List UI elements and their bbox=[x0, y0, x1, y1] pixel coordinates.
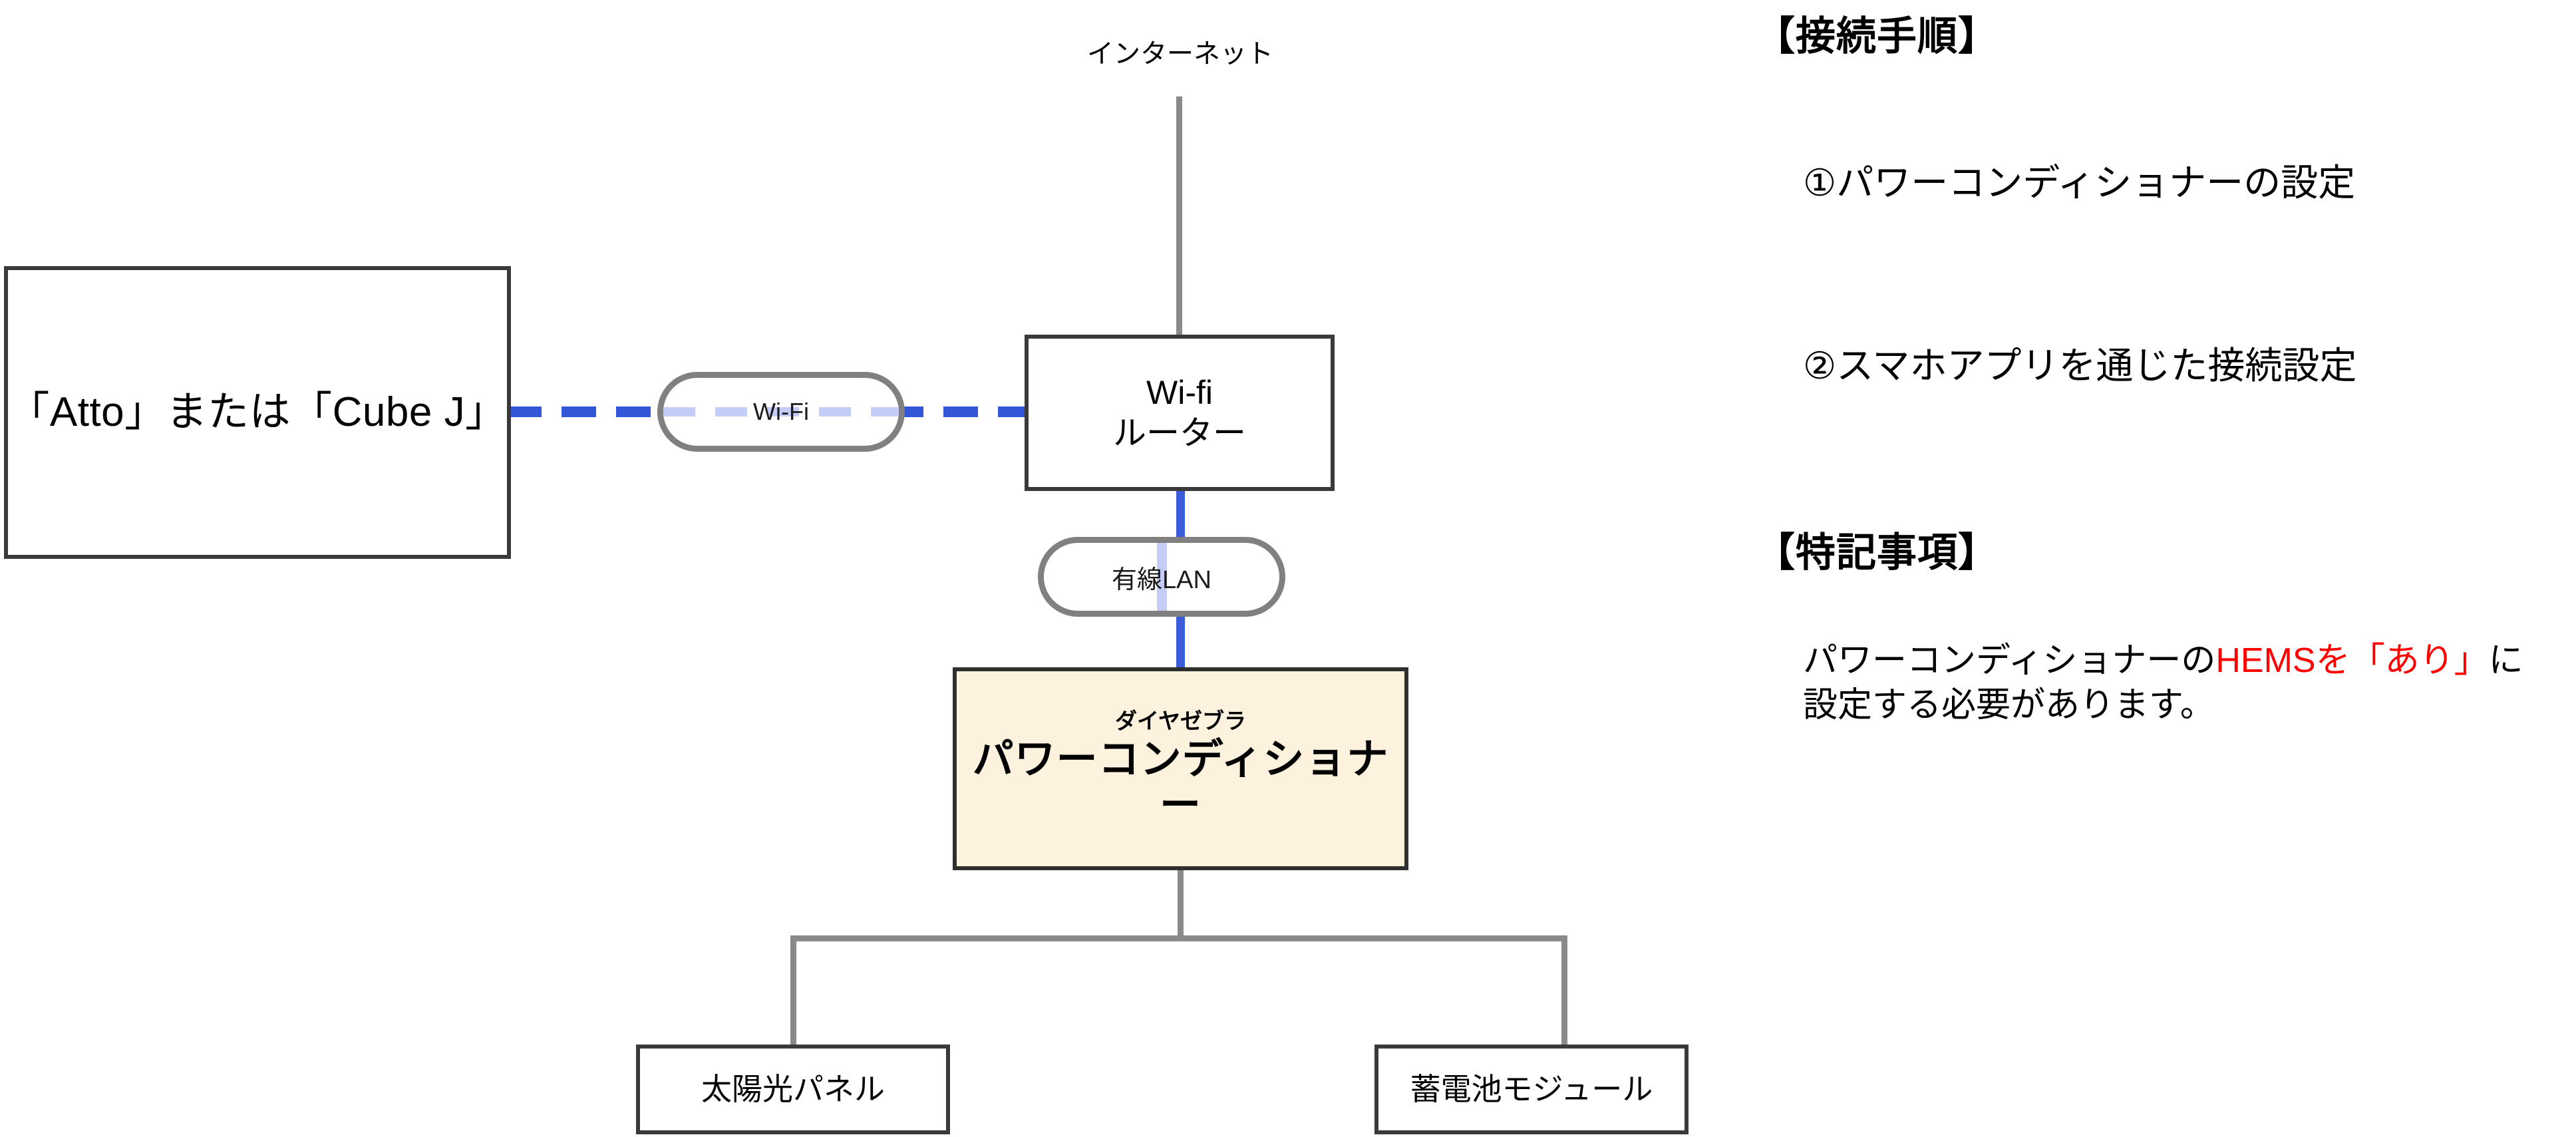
wifi-router-box[interactable]: Wi-fi ルーター bbox=[1025, 335, 1335, 491]
remark-text-line2: 設定する必要があります。 bbox=[1803, 685, 2215, 725]
remark-text-highlight: HEMSを「あり」 bbox=[2215, 641, 2489, 680]
wifi-link-pill[interactable]: Wi-Fi bbox=[657, 372, 905, 452]
connector-tree-horizontal bbox=[790, 935, 1567, 941]
notes-step-1: ①パワーコンディショナーの設定 bbox=[1803, 162, 2356, 204]
solar-panel-box[interactable]: 太陽光パネル bbox=[636, 1045, 950, 1134]
connector-tree-to-battery bbox=[1561, 935, 1567, 1049]
solar-panel-label: 太陽光パネル bbox=[701, 1072, 885, 1107]
wired-lan-link-pill-label: 有線LAN bbox=[1112, 566, 1211, 594]
notes-step-2: ②スマホアプリを通じた接続設定 bbox=[1803, 345, 2357, 387]
notes-heading-remarks: 【特記事項】 bbox=[1755, 530, 1999, 575]
lan-line-inner-icon bbox=[1157, 543, 1167, 611]
internet-label: インターネット bbox=[1087, 39, 1273, 69]
remark-text-after: に bbox=[2488, 641, 2523, 680]
notes-heading-procedure: 【接続手順】 bbox=[1755, 14, 1999, 59]
battery-module-label: 蓄電池モジュール bbox=[1410, 1072, 1653, 1107]
device-box-label: 「Atto」または「Cube J」 bbox=[8, 389, 507, 436]
power-conditioner-brand: ダイヤゼブラ bbox=[1114, 709, 1246, 734]
wifi-dash-inner-icon bbox=[663, 407, 899, 416]
notes-remark-body: パワーコンディショナーのHEMSを「あり」に 設定する必要があります。 bbox=[1803, 639, 2576, 727]
connector-tree-to-solar bbox=[790, 935, 796, 1049]
connector-internet-to-router bbox=[1176, 96, 1182, 337]
wifi-router-label-line1: Wi-fi bbox=[1146, 373, 1213, 411]
connector-power-conditioner-down bbox=[1178, 867, 1184, 940]
wifi-router-label-line2: ルーター bbox=[1113, 414, 1246, 452]
battery-module-box[interactable]: 蓄電池モジュール bbox=[1374, 1045, 1689, 1134]
wired-lan-link-pill[interactable]: 有線LAN bbox=[1038, 537, 1285, 617]
power-conditioner-name: パワーコンディショナー bbox=[972, 736, 1389, 828]
wifi-link-pill-label: Wi-Fi bbox=[753, 398, 809, 425]
notes-panel: 【接続手順】 ①パワーコンディショナーの設定 ②スマホアプリを通じた接続設定 【… bbox=[1755, 0, 2576, 1137]
device-box[interactable]: 「Atto」または「Cube J」 bbox=[4, 266, 511, 559]
power-conditioner-box[interactable]: ダイヤゼブラ パワーコンディショナー bbox=[953, 667, 1408, 870]
remark-text-before: パワーコンディショナーの bbox=[1803, 641, 2216, 680]
